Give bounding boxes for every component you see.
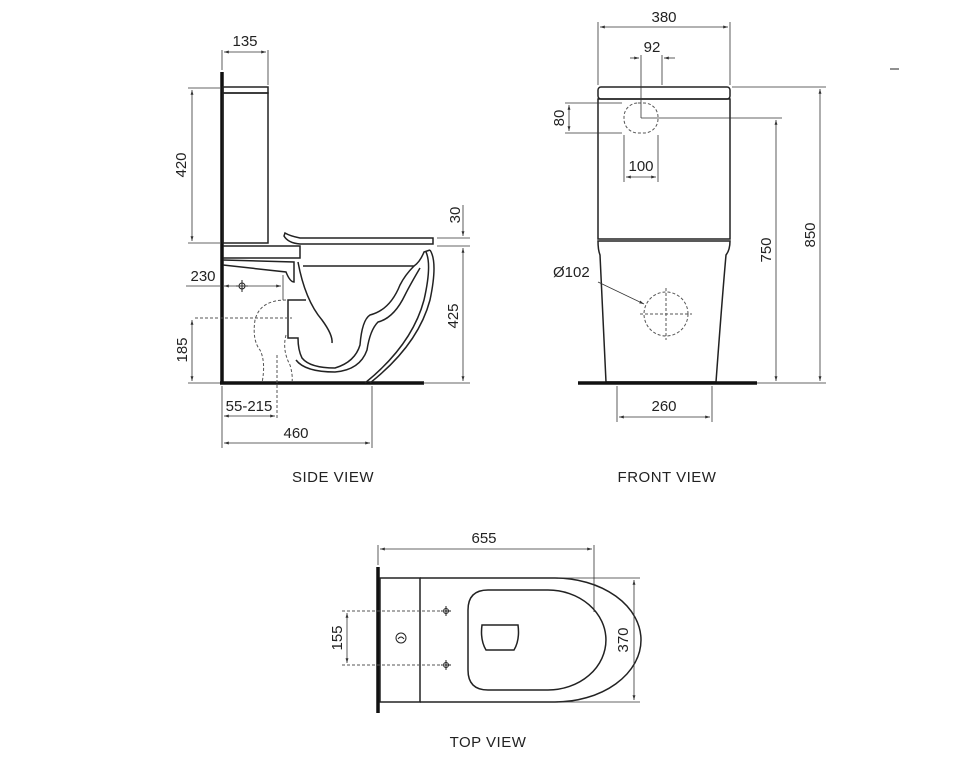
- bowl-outlet: [480, 624, 520, 651]
- dim-width: 370: [615, 627, 632, 652]
- outlet-hidden: [253, 299, 287, 384]
- pan-outline: [420, 577, 642, 703]
- front-view: 380 92 80 100 750 850 Ø102 260 FRONT VIE…: [551, 9, 899, 486]
- dim-inlet-offset: 230: [190, 268, 215, 285]
- top-view-caption: TOP VIEW: [450, 734, 527, 751]
- dim-bowl-height: 425: [445, 303, 462, 328]
- dim-seat-thickness: 30: [447, 207, 464, 224]
- dim-depth: 460: [283, 425, 308, 442]
- front-view-caption: FRONT VIEW: [618, 469, 717, 486]
- cistern: [222, 86, 269, 244]
- pedestal-front: [597, 240, 731, 383]
- dim-width: 380: [651, 9, 676, 26]
- seat: [283, 231, 434, 245]
- dim-total-height: 850: [802, 222, 819, 247]
- dim-button-width: 100: [628, 158, 653, 175]
- dim-outlet-height: 185: [174, 337, 191, 362]
- dim-outlet-range: 55-215: [226, 398, 273, 415]
- dim-seat-height: 750: [758, 237, 775, 262]
- flush-button-top: [395, 632, 407, 644]
- cistern-top: [379, 577, 421, 703]
- dim-base-width: 260: [651, 398, 676, 415]
- side-view: 135 420 30 425 230 185 55-215 460 SIDE V…: [173, 33, 470, 486]
- dim-outlet-diameter: Ø102: [553, 264, 590, 281]
- dim-button-height: 80: [551, 110, 568, 127]
- dim-button-offset: 92: [644, 39, 661, 56]
- dim-tank-depth: 135: [232, 33, 257, 50]
- dim-fixing-spacing: 155: [329, 625, 346, 650]
- side-view-caption: SIDE VIEW: [292, 469, 374, 486]
- cistern-front: [597, 86, 731, 240]
- bowl-opening: [467, 589, 607, 691]
- dim-length: 655: [471, 530, 496, 547]
- pan-section: [222, 245, 435, 384]
- top-view: 655 155 370 TOP VIEW: [329, 530, 642, 751]
- dim-tank-height: 420: [173, 152, 190, 177]
